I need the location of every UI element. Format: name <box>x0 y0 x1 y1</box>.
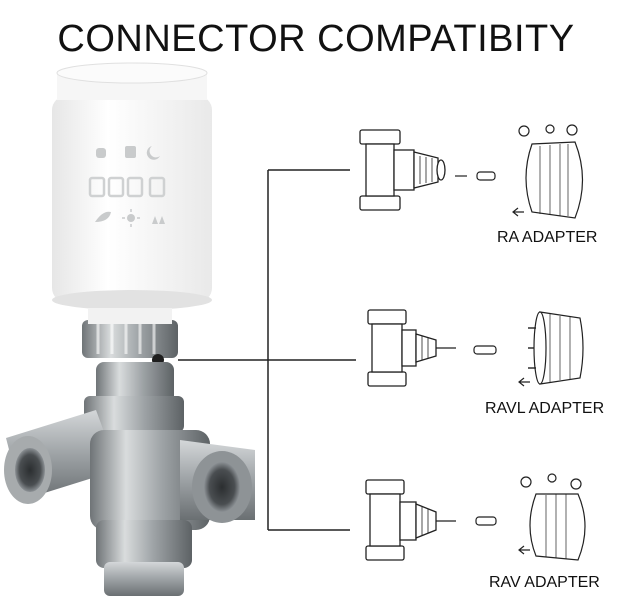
rav-pin-icon <box>475 516 497 526</box>
hand-icon <box>125 146 136 158</box>
connector-lines <box>178 169 356 531</box>
digit-2 <box>107 176 125 198</box>
moon-icon <box>146 146 160 160</box>
digit-3 <box>126 176 144 198</box>
diagram-title: CONNECTOR COMPATIBITY <box>57 18 575 60</box>
ravl-adapter-label: RAVL ADAPTER <box>485 400 605 417</box>
digit-1 <box>88 176 106 198</box>
drops-icon <box>152 216 165 224</box>
rav-valve-drawing <box>365 479 456 561</box>
ravl-pin-icon <box>473 345 497 355</box>
flame-icon <box>96 148 106 158</box>
sun-icon <box>127 214 135 222</box>
digit-4 <box>148 176 166 198</box>
rav-adapter-drawing <box>518 473 586 561</box>
mounting-nut <box>82 308 178 366</box>
ra-valve-drawing <box>359 129 446 211</box>
ra-pin-icon <box>455 171 496 181</box>
leaf-icon <box>95 211 111 222</box>
ravl-adapter-drawing <box>518 311 584 387</box>
rav-adapter-label: RAV ADAPTER <box>489 574 600 591</box>
ravl-valve-drawing <box>367 309 456 387</box>
ra-adapter-drawing <box>512 124 584 219</box>
display-icons <box>88 146 166 227</box>
ra-adapter-label: RA ADAPTER <box>497 229 598 246</box>
valve-body <box>4 362 255 596</box>
thermostat-head <box>52 62 212 310</box>
